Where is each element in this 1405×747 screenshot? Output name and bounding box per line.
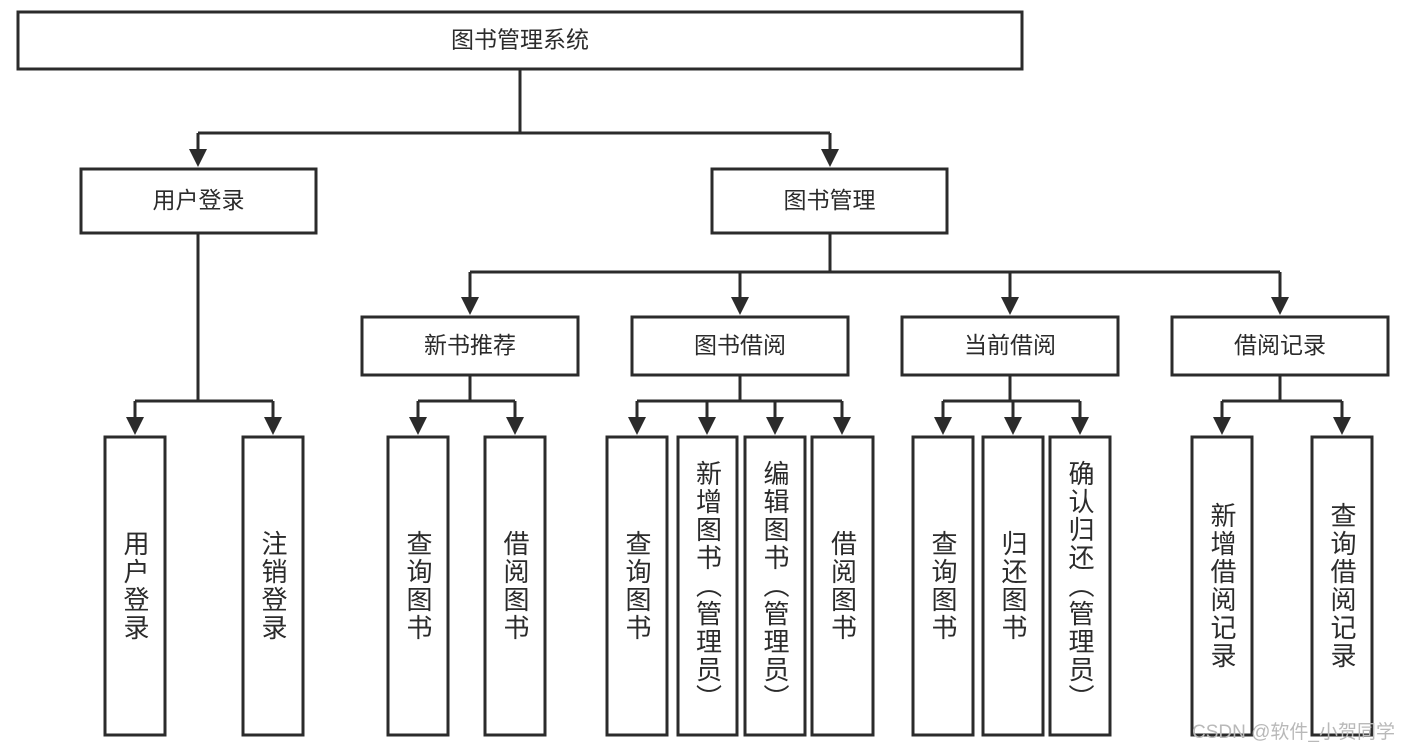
arrow-to-new-book-recommend	[461, 297, 479, 315]
node-boxes	[16, 10, 1390, 737]
node-label-user-login: 用户登录	[153, 187, 245, 213]
connector-lines	[133, 69, 1344, 420]
node-box-leaf-query-books-1[interactable]	[386, 435, 450, 737]
node-label-root: 图书管理系统	[451, 27, 589, 53]
node-box-leaf-query-borrow-record[interactable]	[1310, 435, 1374, 737]
arrow-to-leaf-add-record	[1213, 417, 1231, 435]
node-label-new-book-recommend: 新书推荐	[424, 332, 516, 358]
node-box-leaf-return-books[interactable]	[981, 435, 1045, 737]
node-box-leaf-logout[interactable]	[241, 435, 305, 737]
watermark-text: CSDN @软件_小贺同学	[1192, 722, 1395, 743]
node-box-leaf-add-book-admin[interactable]	[676, 435, 739, 737]
arrow-to-leaf-borrow-2	[833, 417, 851, 435]
arrow-to-leaf-add-book	[698, 417, 716, 435]
node-box-user-login[interactable]	[79, 167, 318, 235]
node-box-leaf-edit-book-admin[interactable]	[743, 435, 807, 737]
arrow-to-borrow-records	[1271, 297, 1289, 315]
arrow-to-leaf-user-login	[126, 417, 144, 435]
arrow-to-leaf-confirm-return	[1071, 417, 1089, 435]
arrow-to-leaf-query-3	[934, 417, 952, 435]
arrow-to-leaf-query-record	[1333, 417, 1351, 435]
node-label-current-borrow: 当前借阅	[964, 332, 1056, 358]
node-box-root[interactable]	[16, 10, 1024, 71]
arrow-to-leaf-edit-book	[766, 417, 784, 435]
node-box-borrow-records[interactable]	[1170, 315, 1390, 377]
node-box-current-borrow[interactable]	[900, 315, 1120, 377]
arrow-to-leaf-logout	[264, 417, 282, 435]
node-box-leaf-borrow-books-2[interactable]	[810, 435, 875, 737]
node-label-book-management: 图书管理	[784, 187, 876, 213]
arrow-to-leaf-borrow-1	[506, 417, 524, 435]
node-box-leaf-confirm-return-admin[interactable]	[1048, 435, 1112, 737]
node-box-leaf-user-login[interactable]	[103, 435, 167, 737]
node-box-leaf-query-books-2[interactable]	[605, 435, 669, 737]
node-box-leaf-borrow-books-1[interactable]	[483, 435, 547, 737]
node-box-new-book-recommend[interactable]	[360, 315, 580, 377]
arrow-to-book-borrow	[731, 297, 749, 315]
node-box-book-borrow[interactable]	[630, 315, 850, 377]
arrow-to-leaf-return	[1004, 417, 1022, 435]
arrow-heads	[126, 149, 1351, 435]
node-label-borrow-records: 借阅记录	[1234, 332, 1326, 358]
arrow-to-leaf-query-1	[409, 417, 427, 435]
node-box-book-management[interactable]	[710, 167, 949, 235]
arrow-to-leaf-query-2	[628, 417, 646, 435]
arrow-to-current-borrow	[1001, 297, 1019, 315]
node-box-leaf-add-borrow-record[interactable]	[1190, 435, 1254, 737]
node-box-leaf-query-books-3[interactable]	[911, 435, 975, 737]
arrow-to-user-login	[189, 149, 207, 167]
arrow-to-book-mgmt	[821, 149, 839, 167]
node-label-book-borrow: 图书借阅	[694, 332, 786, 358]
